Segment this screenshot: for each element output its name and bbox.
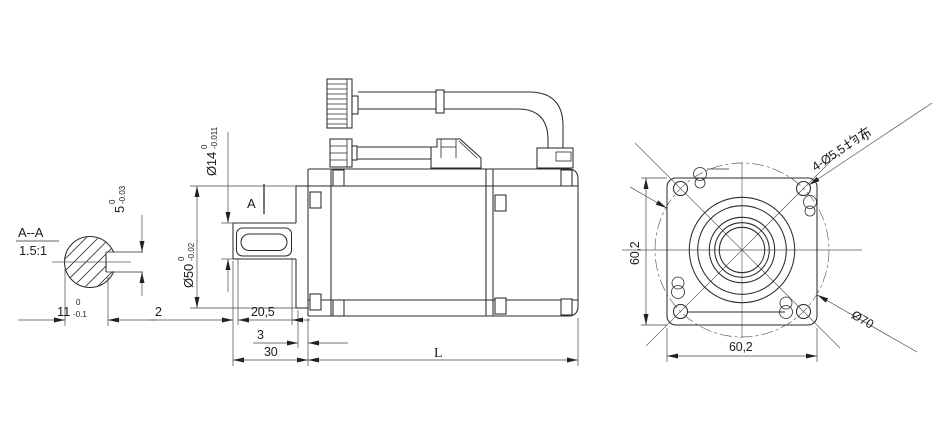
boss-circle [708,216,776,284]
dim-key-width-tol-lower: -0.03 [118,185,127,204]
mounting-hole [672,303,689,320]
cable-exit-box [536,147,574,169]
dim-pilot-tol-upper: 0 [177,256,186,261]
mounting-holes-note: 4-Ø5,5 [808,102,933,186]
mounting-holes [672,180,812,320]
keyway-slot [240,233,288,252]
mounting-hole [672,180,689,197]
mounting-hole [795,180,812,197]
section-view-aa: A--A 1.5:1 11 0 -0.1 [16,185,156,326]
dim-flat-length: 11 0 -0.1 [18,269,156,326]
screw-tab [332,169,345,187]
front-view: 60,2 60,2 Ø70 4-Ø5,5 [622,102,933,362]
dim-shaft-tol-lower: -0.011 [210,126,219,149]
dim-pilot-value: Ø50 [181,264,196,288]
dim-key-length: 20,5 [251,305,275,319]
section-cut-mark: A [247,184,265,214]
dim-shaft-tol-upper: 0 [200,144,209,149]
diagonal-centerline [634,142,841,349]
shaft-circle [718,226,766,274]
dim-key-width-tol-upper: 0 [108,199,117,204]
encoder-cable [358,89,564,148]
dim-pilot-tol-lower: -0.02 [187,242,196,261]
mounting-hole [795,303,812,320]
section-label: A--A [18,225,44,240]
screw-tab [494,194,507,212]
power-connector [329,138,431,168]
encoder-connector [326,78,359,129]
dim-shaft-lengths: 2 20,5 3 30 L [150,258,579,366]
dim-flat-tol-lower: -0.1 [73,310,87,319]
dim-step-length: 2 [155,305,162,319]
section-mark-label: A [247,196,256,211]
holes-note-cjk-bu [857,127,872,141]
dim-flat-value: 11 [57,304,70,319]
bolt-circle [654,162,830,338]
holes-note-cjk-jun [844,134,860,150]
screw-tab [332,299,345,317]
corner-screws [671,167,817,319]
diagonal-centerline [645,153,839,347]
side-view: A Ø50 0 -0.02 Ø14 0 -0 [150,78,579,366]
keyway-outline [235,227,293,257]
mounting-flange-outline [666,177,818,326]
dim-bolt-circle: Ø70 [629,186,918,353]
screw-tab [309,293,322,311]
section-scale: 1.5:1 [19,243,47,258]
screw-tab [494,297,507,315]
bearing-circle [714,222,770,278]
motor-body [307,168,579,317]
dim-key-width-value: 5 [112,206,127,213]
pilot-boss [295,185,308,309]
dim-shaft-diameter: Ø14 0 -0.011 [200,126,233,292]
holes-note-text: 4-Ø5,5 [809,142,848,174]
cable-bracket [430,138,482,169]
dim-body-length: L [434,346,443,361]
dim-key-width: 5 0 -0.03 [108,185,145,296]
dim-boss-length: 3 [257,328,264,342]
dim-shaft-value: Ø14 [204,152,219,176]
dim-bolt-circle-value: Ø70 [849,308,876,332]
screw-tab [560,169,573,187]
dim-pilot-diameter: Ø50 0 -0.02 [177,185,296,309]
dim-shaft-length: 30 [264,345,278,359]
body-circle [688,196,796,304]
dim-flange-width-value: 60,2 [729,340,753,354]
dim-flange-height: 60,2 [628,177,667,326]
dim-flange-width: 60,2 [666,328,818,362]
motor-shaft [232,222,296,260]
dim-flange-height-value: 60,2 [628,241,642,265]
screw-tab [560,298,573,316]
cable-clamp [435,89,445,114]
screw-tab [309,191,322,209]
pilot-circle [697,205,787,295]
dim-flat-tol-upper: 0 [76,298,81,307]
